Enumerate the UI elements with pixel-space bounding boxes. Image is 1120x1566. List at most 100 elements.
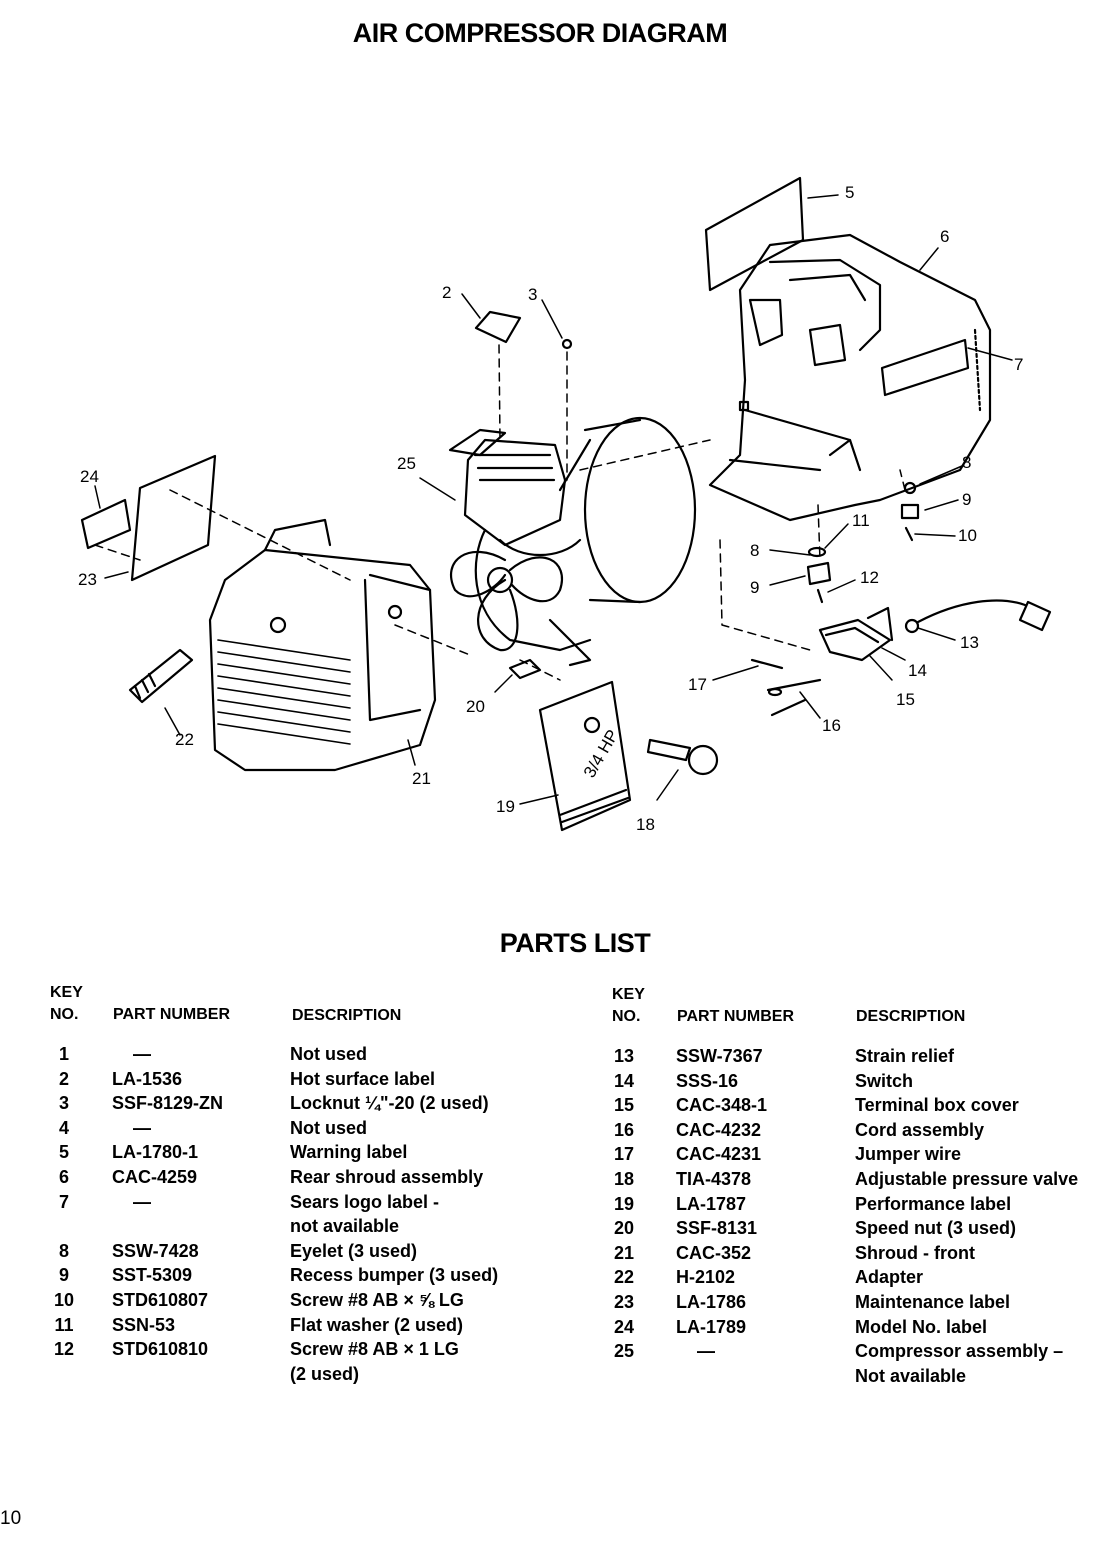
callout-number: 18 — [636, 815, 655, 834]
hot-surface-label-part — [474, 310, 522, 344]
callout-number: 13 — [960, 633, 979, 652]
grille-lines — [217, 639, 351, 745]
description-header-right: DESCRIPTION — [856, 1008, 966, 1025]
part-description-continued: Not available — [855, 1365, 967, 1386]
part-description: Rear shroud assembly — [290, 1167, 484, 1187]
part-description: Flat washer (2 used) — [290, 1314, 464, 1335]
callout-number: 19 — [496, 797, 515, 816]
key-number: 19 — [613, 1193, 635, 1214]
key-number: 15 — [613, 1095, 635, 1116]
key-number: 4 — [58, 1117, 69, 1138]
part-number: LA-1789 — [676, 1316, 747, 1337]
part-description: Maintenance label — [855, 1292, 1011, 1312]
no-header-right: NO. — [612, 1008, 641, 1025]
callout-number: 17 — [688, 675, 707, 694]
jumper-wire-part — [750, 658, 822, 717]
description-header-left: DESCRIPTION — [292, 1007, 402, 1024]
callout-number: 20 — [466, 697, 485, 716]
part-number-header-right: PART NUMBER — [677, 1008, 795, 1025]
part-number: SSW-7428 — [112, 1240, 199, 1261]
callout-number: 5 — [845, 183, 854, 202]
maintenance-label-part — [130, 454, 217, 582]
part-description: Cord assembly — [855, 1119, 985, 1140]
key-number: 17 — [613, 1144, 635, 1165]
part-description: Switch — [855, 1070, 914, 1091]
part-description: Recess bumper (3 used) — [290, 1265, 499, 1286]
part-number: CAC-4231 — [676, 1144, 762, 1165]
part-description: Shroud - front — [855, 1242, 975, 1263]
key-number: 9 — [58, 1265, 69, 1286]
part-description-continued: not available — [290, 1216, 400, 1237]
callout-number: 15 — [896, 690, 915, 709]
part-description: Performance label — [855, 1193, 1012, 1214]
key-number: 20 — [613, 1218, 635, 1239]
key-number: 21 — [613, 1242, 635, 1263]
key-number: 3 — [58, 1093, 69, 1114]
part-description: Eyelet (3 used) — [290, 1240, 418, 1261]
part-number: SSS-16 — [676, 1070, 739, 1091]
callout-number: 11 — [852, 511, 870, 530]
model-label-part — [80, 498, 132, 550]
part-number: LA-1780-1 — [112, 1142, 199, 1163]
no-header-left: NO. — [50, 1006, 79, 1023]
callout-number: 8 — [962, 453, 971, 472]
part-number: — — [133, 1191, 151, 1212]
part-number: CAC-348-1 — [676, 1095, 768, 1116]
key-number: 24 — [613, 1316, 635, 1337]
key-number: 16 — [613, 1119, 635, 1140]
part-description: Warning label — [290, 1142, 408, 1163]
part-number: CAC-4232 — [676, 1119, 762, 1140]
key-number: 1 — [58, 1044, 69, 1064]
part-number: TIA-4378 — [676, 1169, 752, 1189]
part-description: Screw #8 AB × ⅝ LG — [290, 1290, 464, 1310]
part-number: LA-1787 — [676, 1193, 747, 1214]
part-number-header-left: PART NUMBER — [113, 1006, 231, 1023]
key-header-left: KEY — [50, 984, 83, 1001]
key-number: 10 — [53, 1290, 75, 1310]
part-number: — — [133, 1117, 151, 1138]
part-description: Locknut ¼"-20 (2 used) — [290, 1093, 489, 1114]
callout-number: 21 — [412, 769, 431, 788]
part-description: Speed nut (3 used) — [855, 1218, 1017, 1239]
callout-number: 8 — [750, 541, 759, 560]
diagram-title: AIR COMPRESSOR DIAGRAM — [352, 18, 728, 48]
part-number: LA-1536 — [112, 1068, 183, 1089]
part-number: LA-1786 — [676, 1292, 747, 1312]
parts-list-title: PARTS LIST — [499, 928, 651, 958]
part-number: SSW-7367 — [676, 1046, 763, 1066]
front-shroud-part — [208, 518, 437, 772]
part-number: CAC-4259 — [112, 1167, 198, 1187]
part-description: Jumper wire — [855, 1144, 962, 1165]
key-number: 12 — [53, 1339, 75, 1360]
callout-number: 9 — [962, 490, 971, 509]
key-header-right: KEY — [612, 986, 645, 1003]
callout-number: 25 — [397, 454, 416, 473]
part-description: Not used — [290, 1044, 368, 1064]
callout-number: 2 — [442, 283, 451, 302]
callout-number: 7 — [1014, 355, 1023, 374]
key-number: 11 — [54, 1314, 74, 1335]
key-number: 2 — [58, 1068, 69, 1089]
part-number: — — [697, 1341, 715, 1362]
compressor-assembly-part — [448, 416, 697, 667]
part-description: Compressor assembly – — [855, 1341, 1064, 1362]
part-description: Not used — [290, 1117, 368, 1138]
part-number: SSN-53 — [112, 1314, 176, 1335]
hp-label-text: 3/4 HP — [580, 726, 622, 781]
part-description: Hot surface label — [290, 1068, 436, 1089]
callout-number: 16 — [822, 716, 841, 735]
key-number: 18 — [613, 1169, 635, 1189]
key-number: 6 — [58, 1167, 69, 1187]
cord-part — [904, 599, 1052, 634]
key-number: 7 — [58, 1191, 69, 1212]
callout-number: 3 — [528, 285, 537, 304]
callout-number: 14 — [908, 661, 927, 680]
callout-number: 23 — [78, 570, 97, 589]
part-description: Adapter — [855, 1267, 924, 1288]
key-number: 25 — [613, 1341, 635, 1362]
key-number: 14 — [613, 1070, 635, 1091]
callout-number: 24 — [80, 467, 99, 486]
part-description: Adjustable pressure valve — [855, 1169, 1079, 1189]
